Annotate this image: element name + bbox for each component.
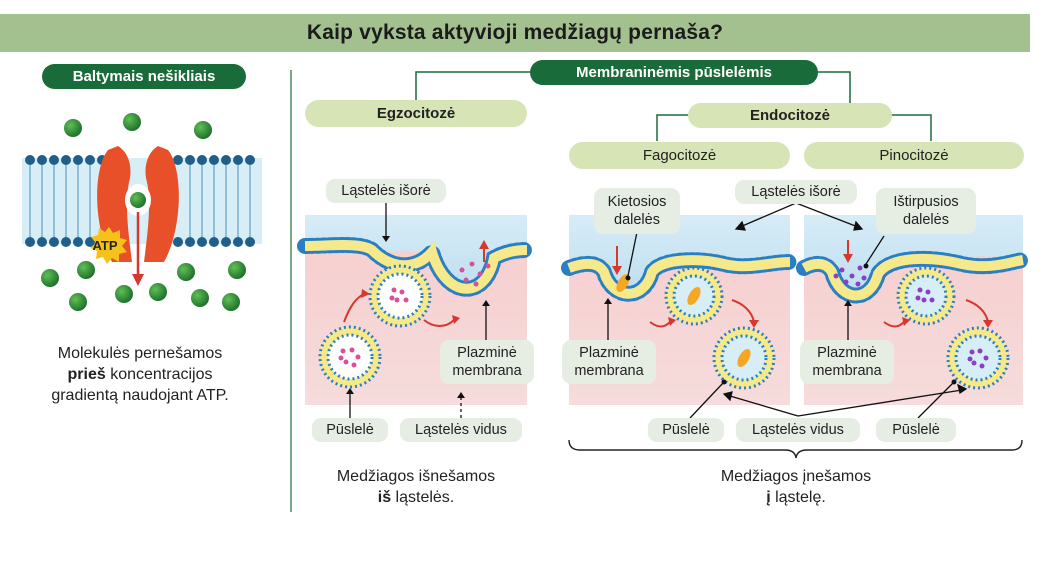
endo-caption-bold: į (766, 489, 771, 506)
pinocytosis-illustration (796, 215, 1031, 419)
exocytosis-header-text: Egzocitozė (376, 105, 456, 122)
exo-vesicle-label: Pūslelė (312, 418, 388, 442)
page-title: Kaip vyksta aktyvioji medžiagų pernaša? (0, 14, 1030, 52)
exo-membrane-line2: membrana (452, 363, 522, 379)
endo-outside-label: Ląstelės išorė (735, 180, 857, 204)
carrier-proteins-header: Baltymais nešikliais (42, 64, 246, 89)
exo-inside-label: Ląstelės vidus (400, 418, 522, 442)
pinocytosis-header-text: Pinocitozė (879, 147, 949, 164)
endocytosis-header-text: Endocitozė (749, 107, 830, 124)
exo-membrane-line1: Plazminė (457, 345, 517, 361)
carrier-proteins-header-text: Baltymais nešikliais (72, 68, 216, 85)
pinocytosis-header: Pinocitozė (804, 142, 1024, 169)
exo-caption-line1: Medžiagos išnešamos (336, 468, 496, 485)
endocytosis-header: Endocitozė (688, 103, 892, 128)
exo-membrane-label: Plazminė membrana (440, 340, 534, 384)
endo-caption-line1: Medžiagos įnešamos (720, 468, 872, 485)
endocytosis-bracket (568, 439, 1023, 459)
left-caption-line1: Molekulės pernešamos (57, 345, 223, 362)
phagocytosis-header: Fagocitozė (569, 142, 790, 169)
exo-caption: Medžiagos išnešamos iš ląstelės. (305, 466, 527, 508)
exo-outside-label: Ląstelės išorė (326, 179, 446, 203)
endo-caption: Medžiagos įnešamos į ląstelę. (686, 466, 906, 508)
phagocytosis-header-text: Fagocitozė (642, 147, 717, 164)
pino-vesicle-label: Pūslelė (876, 418, 956, 442)
fago-vesicle-label: Pūslelė (648, 418, 724, 442)
page-title-text: Kaip vyksta aktyvioji medžiagų pernaša? (306, 21, 724, 44)
phagocytosis-illustration (561, 215, 798, 419)
vesicles-header-text: Membraninėmis pūslelėmis (576, 64, 772, 81)
pino-membrane-line2: membrana (812, 363, 882, 379)
left-caption-line2: prieš koncentracijos (20, 364, 260, 385)
endo-caption-line2-rest: ląstelę. (770, 489, 826, 506)
endo-inside-label: Ląstelės vidus (736, 418, 860, 442)
vesicles-header: Membraninėmis pūslelėmis (530, 60, 818, 85)
dissolved-particles-line2: dalelės (903, 212, 949, 228)
exo-caption-bold: iš (377, 489, 392, 506)
carrier-protein-illustration (22, 113, 262, 311)
pino-membrane-label: Plazminė membrana (800, 340, 894, 384)
atp-label: ATP (92, 238, 118, 253)
left-caption-bold: prieš (67, 366, 106, 383)
exocytosis-header: Egzocitozė (305, 100, 527, 127)
left-caption-line3: gradientą naudojant ATP. (51, 387, 229, 404)
left-caption: Molekulės pernešamos prieš koncentracijo… (20, 343, 260, 406)
solid-particles-line1: Kietosios (607, 194, 667, 210)
endo-caption-line2: į ląstelę. (686, 487, 906, 508)
solid-particles-line2: dalelės (614, 212, 660, 228)
fago-membrane-line1: Plazminė (579, 345, 639, 361)
tree-connectors (415, 71, 932, 141)
exo-caption-line2: iš ląstelės. (305, 487, 527, 508)
fago-membrane-line2: membrana (574, 363, 644, 379)
dissolved-particles-label: Ištirpusios dalelės (876, 188, 976, 234)
left-caption-line2-rest: koncentracijos (105, 366, 213, 383)
solid-particles-label: Kietosios dalelės (594, 188, 680, 234)
exo-caption-line2-rest: ląstelės. (391, 489, 455, 506)
dissolved-particles-line1: Ištirpusios (893, 194, 959, 210)
fago-membrane-label: Plazminė membrana (562, 340, 656, 384)
pino-membrane-line1: Plazminė (817, 345, 877, 361)
exocytosis-illustration (297, 200, 535, 418)
